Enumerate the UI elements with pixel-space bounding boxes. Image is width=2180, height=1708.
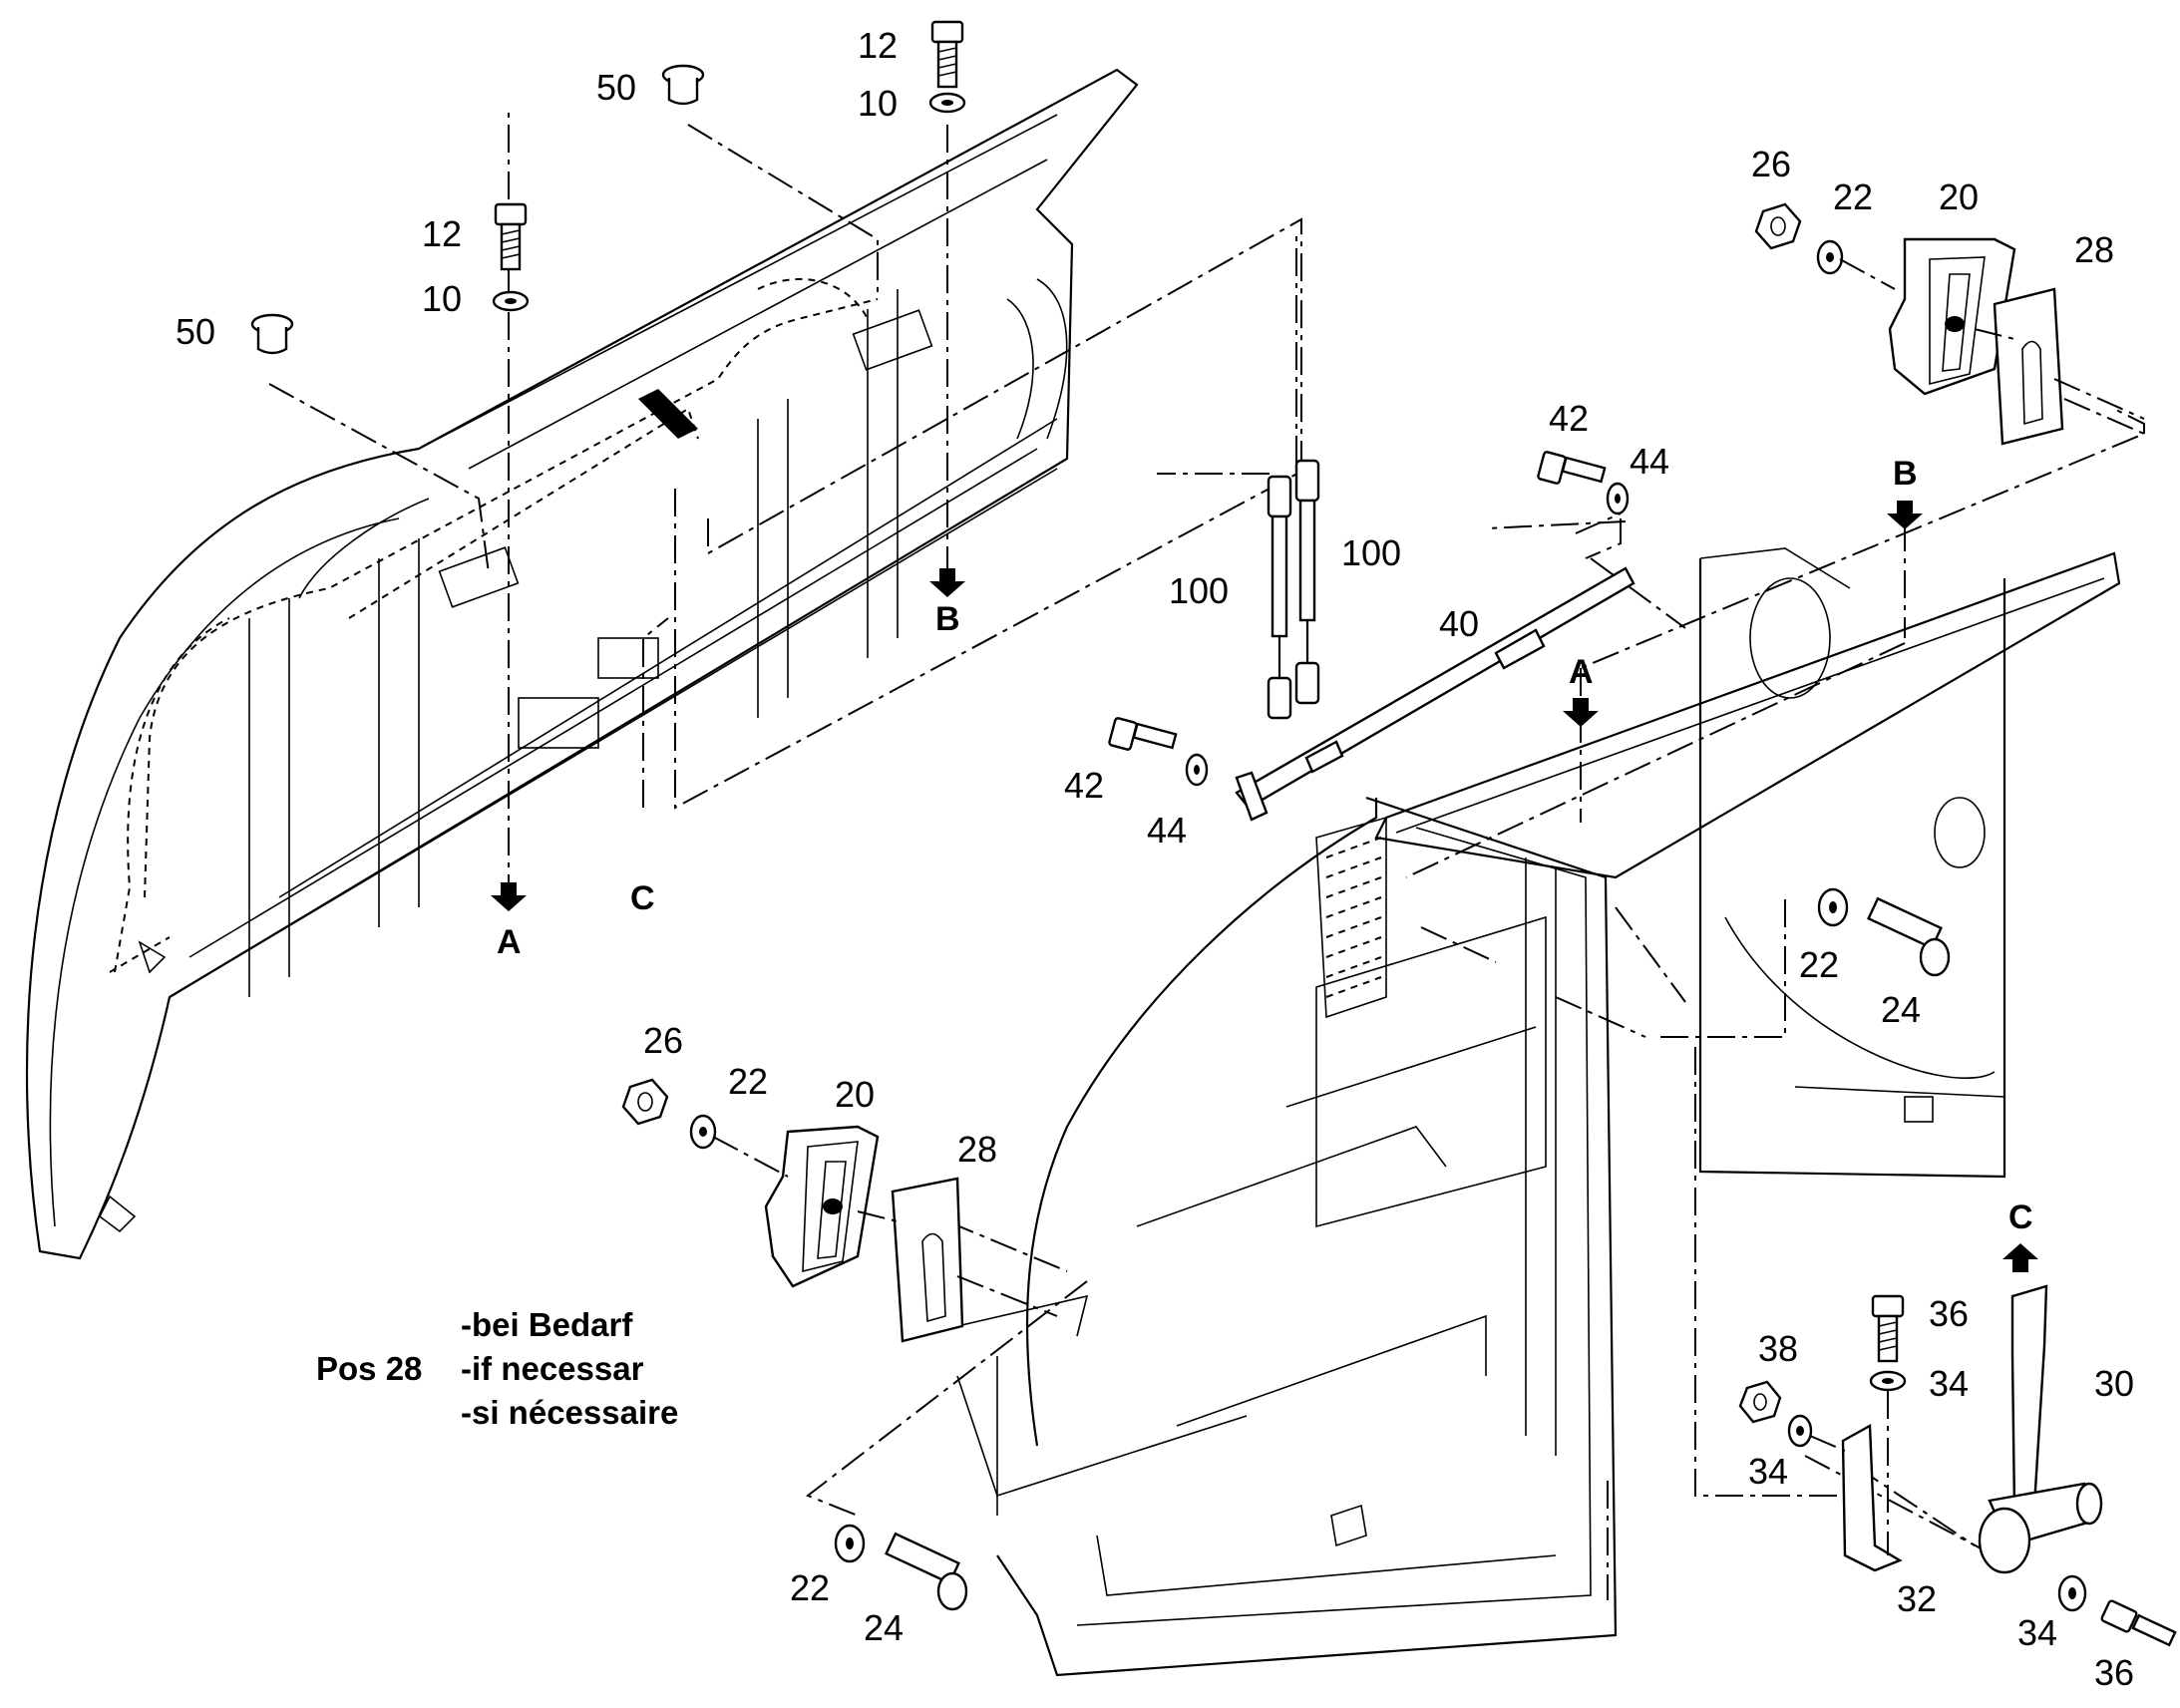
washer-icon — [1817, 887, 1849, 927]
hood-reference-marks: A B C — [491, 568, 965, 961]
washer-icon — [928, 92, 966, 114]
hood-assembly — [25, 68, 1139, 1260]
bolt-icon — [930, 20, 964, 89]
bolt-icon — [1871, 1294, 1905, 1363]
part-label: 26 — [1751, 144, 1791, 184]
latch-group — [1738, 1284, 2177, 1647]
arrow-up-icon — [2002, 1243, 2038, 1272]
lower-bracket-group — [621, 1078, 1058, 1343]
part-label: 22 — [790, 1567, 830, 1608]
bolt-icon — [885, 1532, 968, 1611]
washer-icon — [1869, 1370, 1907, 1392]
part-label: 24 — [1881, 989, 1921, 1030]
part-label: 28 — [2074, 229, 2114, 270]
washer-icon — [492, 290, 530, 312]
washer-icon — [834, 1524, 866, 1563]
note-block: Pos 28 -bei Bedarf -if necessar -si néce… — [316, 1306, 678, 1431]
part-label: 38 — [1758, 1328, 1798, 1369]
nut-icon — [621, 1078, 669, 1126]
hood-fasteners — [250, 20, 966, 355]
part-label: 42 — [1549, 398, 1589, 439]
ref-a-frame: A — [1569, 653, 1594, 691]
washer-icon — [1185, 753, 1209, 787]
part-label: 22 — [1799, 944, 1839, 985]
part-label: 34 — [1929, 1363, 1969, 1404]
bolt-icon — [1867, 896, 1951, 977]
part-label: 30 — [2094, 1363, 2134, 1404]
plug-icon — [250, 313, 294, 355]
lower-left-fasteners — [834, 1524, 968, 1611]
rod-icon — [1235, 566, 1635, 822]
ref-a-hood: A — [497, 923, 522, 961]
bracket-icon — [1888, 237, 2016, 396]
part-label: 20 — [835, 1074, 875, 1115]
part-label: 12 — [858, 25, 898, 66]
shim-icon — [891, 1177, 964, 1343]
bolt-icon — [494, 202, 528, 271]
part-label: 34 — [2017, 1612, 2057, 1653]
note-line-1: -bei Bedarf — [461, 1306, 633, 1343]
nut-icon — [1738, 1380, 1782, 1424]
latch-icon — [1978, 1284, 2103, 1574]
arrow-down-icon — [491, 882, 527, 911]
part-label: 10 — [858, 83, 898, 124]
part-label: 36 — [2094, 1652, 2134, 1693]
part-label: 100 — [1169, 570, 1229, 611]
ref-c-latch: C — [2008, 1198, 2033, 1236]
frame-reference-marks: A B C — [1563, 455, 2038, 1272]
part-label: 24 — [864, 1607, 904, 1648]
right-middle-fasteners — [1817, 887, 1951, 977]
bolt-icon — [1537, 451, 1607, 485]
part-label: 44 — [1630, 441, 1669, 482]
washer-icon — [1606, 482, 1630, 515]
part-label: 10 — [422, 278, 462, 319]
upper-bracket-group — [1754, 202, 2145, 446]
bolt-icon — [1108, 717, 1178, 751]
part-label: 32 — [1897, 1578, 1937, 1619]
part-labels: 12 10 50 12 10 50 26 22 20 28 42 44 100 … — [176, 25, 2134, 1693]
part-label: 50 — [176, 311, 215, 352]
part-label: 36 — [1929, 1293, 1969, 1334]
frame-assembly — [956, 547, 2121, 1677]
part-label: 44 — [1147, 810, 1187, 851]
nut-icon — [1754, 202, 1802, 250]
washer-icon — [2057, 1574, 2087, 1612]
ref-b-frame: B — [1893, 455, 1918, 493]
washer-icon — [689, 1114, 717, 1150]
gas-spring-icon — [1294, 459, 1320, 705]
bracket-icon — [764, 1125, 880, 1288]
ref-b-hood: B — [935, 600, 960, 638]
part-label: 50 — [596, 67, 636, 108]
gas-spring-icon — [1267, 475, 1292, 720]
gas-spring-assembly — [1157, 229, 1635, 822]
arrow-down-icon — [1563, 698, 1599, 727]
part-label: 22 — [1833, 176, 1873, 217]
part-label: 20 — [1939, 176, 1979, 217]
part-label: 34 — [1748, 1451, 1788, 1492]
bolt-icon — [2100, 1599, 2177, 1647]
part-label: 42 — [1064, 765, 1104, 806]
part-label: 26 — [643, 1020, 683, 1061]
note-pos: Pos 28 — [316, 1350, 422, 1387]
arrow-down-icon — [929, 568, 965, 597]
ref-c-hood: C — [630, 879, 655, 917]
note-line-3: -si nécessaire — [461, 1394, 678, 1431]
part-label: 40 — [1439, 603, 1479, 644]
part-label: 22 — [728, 1061, 768, 1102]
arrow-down-icon — [1887, 501, 1923, 529]
rod-fasteners — [1108, 451, 1630, 787]
shim-icon — [1993, 287, 2064, 446]
washer-icon — [1816, 239, 1844, 275]
part-label: 28 — [957, 1129, 997, 1170]
washer-icon — [1787, 1414, 1813, 1448]
plug-icon — [661, 64, 705, 106]
latch-bracket-icon — [1841, 1424, 1903, 1572]
frame-assembly-lines — [805, 398, 2147, 1600]
part-label: 12 — [422, 213, 462, 254]
part-label: 100 — [1341, 532, 1401, 573]
note-line-2: -if necessar — [461, 1350, 644, 1387]
